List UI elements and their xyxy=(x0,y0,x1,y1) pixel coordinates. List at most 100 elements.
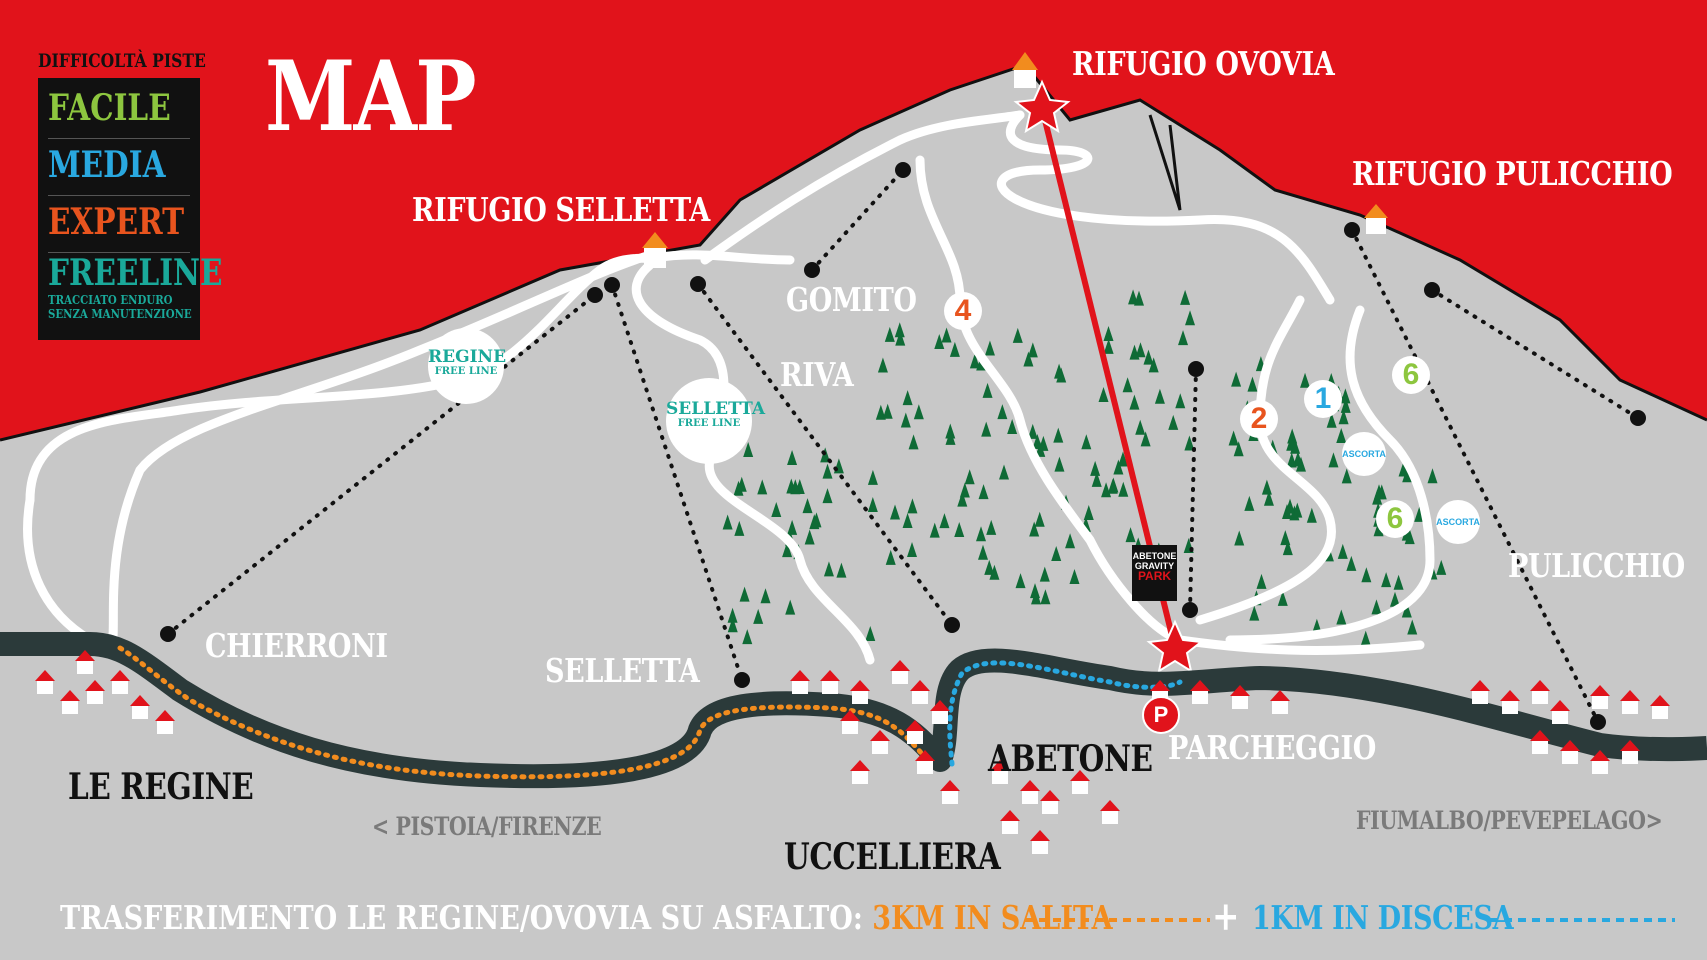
tree xyxy=(934,333,945,349)
tree xyxy=(1340,388,1351,404)
map-title: MAP xyxy=(265,40,477,153)
refuge-markers xyxy=(642,52,1388,268)
house xyxy=(1002,820,1018,834)
house xyxy=(907,730,923,744)
tree xyxy=(1143,349,1154,365)
transfer-downhill xyxy=(947,660,1183,767)
house-roof xyxy=(1230,685,1250,696)
house-roof xyxy=(1070,770,1090,781)
house xyxy=(1192,690,1208,704)
tree xyxy=(742,629,753,645)
tree xyxy=(1381,572,1392,588)
tree xyxy=(1081,434,1092,450)
house-roof xyxy=(990,760,1010,771)
tree xyxy=(1053,427,1064,443)
label-rifugio-selletta: RIFUGIO SELLETTA xyxy=(412,190,710,229)
tree xyxy=(771,502,782,518)
tree xyxy=(1328,452,1339,468)
tree xyxy=(1039,566,1050,582)
house-roof xyxy=(870,730,890,741)
tree xyxy=(1180,289,1191,305)
tree xyxy=(1031,589,1042,605)
tree xyxy=(727,607,738,623)
tree xyxy=(787,519,798,535)
transfer-downhill-label: 1KM IN DISCESA xyxy=(1252,898,1514,937)
trails xyxy=(23,110,1435,665)
house xyxy=(1272,700,1288,714)
house xyxy=(1032,840,1048,854)
house-roof xyxy=(790,670,810,681)
house-roof xyxy=(1190,680,1210,691)
houses xyxy=(35,650,1670,854)
label-rifugio-pulicchio: RIFUGIO PULICCHIO xyxy=(1352,154,1673,193)
tree xyxy=(785,599,796,615)
lift-lines xyxy=(166,168,1640,724)
house xyxy=(132,705,148,719)
tree xyxy=(882,403,893,419)
house-roof xyxy=(1560,740,1580,751)
transfer-uphill xyxy=(117,645,933,780)
house-roof xyxy=(110,670,130,681)
house xyxy=(1622,750,1638,764)
house-roof xyxy=(850,680,870,691)
tree xyxy=(900,412,911,428)
tree xyxy=(1113,459,1124,475)
tree xyxy=(1134,290,1145,306)
tree xyxy=(811,512,822,528)
tree xyxy=(760,588,771,604)
house xyxy=(792,680,808,694)
tree xyxy=(1054,456,1065,472)
tree xyxy=(1256,573,1267,589)
tree xyxy=(1051,545,1062,561)
tree xyxy=(907,498,918,514)
tree xyxy=(736,476,747,492)
tree xyxy=(957,491,968,507)
house-roof xyxy=(155,710,175,721)
trail-number-6-upper: 6 xyxy=(1392,356,1430,394)
tree xyxy=(976,526,987,542)
tree xyxy=(885,549,896,565)
house-roof xyxy=(1530,730,1550,741)
tree xyxy=(945,429,956,445)
tree xyxy=(865,625,876,641)
tree xyxy=(823,561,834,577)
tree xyxy=(1228,430,1239,446)
tree xyxy=(984,340,995,356)
tree xyxy=(1346,555,1357,571)
label-gomito: GOMITO xyxy=(786,280,917,319)
house-roof xyxy=(1530,680,1550,691)
legend-facile: FACILE xyxy=(48,82,190,139)
tree xyxy=(984,559,995,575)
tree xyxy=(1090,460,1101,476)
tree xyxy=(978,484,989,500)
mountain xyxy=(0,65,1707,960)
tree xyxy=(1175,393,1186,409)
tree xyxy=(913,404,924,420)
parking-icon: P xyxy=(1142,696,1180,734)
trail-number-2: 2 xyxy=(1240,400,1278,438)
tree xyxy=(787,450,798,466)
tree xyxy=(1401,602,1412,618)
house-roof xyxy=(850,760,870,771)
tree xyxy=(1374,484,1385,500)
house-roof xyxy=(905,720,925,731)
tree xyxy=(1338,409,1349,425)
tree xyxy=(964,469,975,485)
tree xyxy=(1287,428,1298,444)
house-roof xyxy=(1590,750,1610,761)
tree xyxy=(1336,428,1347,444)
tree xyxy=(734,520,745,536)
house-roof xyxy=(1270,690,1290,701)
tree xyxy=(1290,438,1301,454)
lift-stations xyxy=(160,162,1646,730)
house xyxy=(37,680,53,694)
label-selletta: SELLETTA xyxy=(545,651,700,690)
tree xyxy=(1027,423,1038,439)
tree xyxy=(867,469,878,485)
tree xyxy=(1277,590,1288,606)
house xyxy=(1622,700,1638,714)
house-roof xyxy=(35,670,55,681)
transfer-uphill-label: 3KM IN SALITA xyxy=(872,898,1113,937)
tree xyxy=(959,482,970,498)
tree xyxy=(978,544,989,560)
